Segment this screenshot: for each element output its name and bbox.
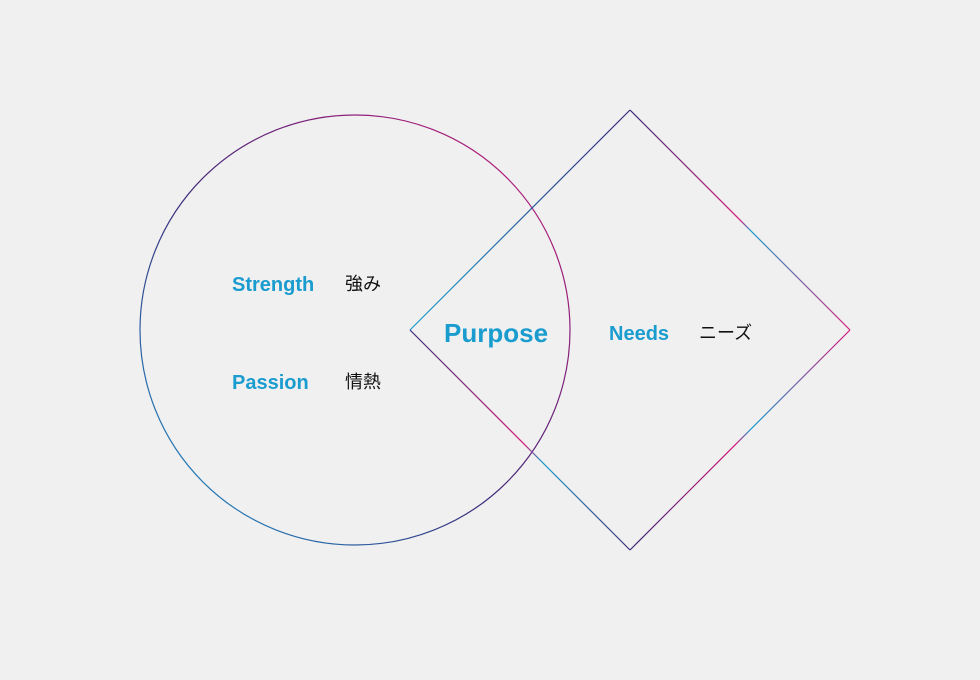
diamond-edge-top-right xyxy=(629,109,851,331)
passion-label: Passion xyxy=(232,372,309,394)
diamond-edge-top-left xyxy=(409,109,631,331)
passion-jp-label: 情熱 xyxy=(345,372,381,393)
diamond-edge-bottom-right xyxy=(629,329,851,551)
strength-label: Strength xyxy=(232,274,315,296)
purpose-label: Purpose xyxy=(444,318,549,348)
diamond-edge-bottom-left xyxy=(409,329,631,551)
needs-diamond xyxy=(409,109,851,551)
needs-label: Needs xyxy=(609,323,670,345)
strength-passion-circle xyxy=(139,114,571,546)
needs-jp-label: ニーズ xyxy=(699,323,753,344)
strength-jp-label: 強み xyxy=(345,274,381,295)
